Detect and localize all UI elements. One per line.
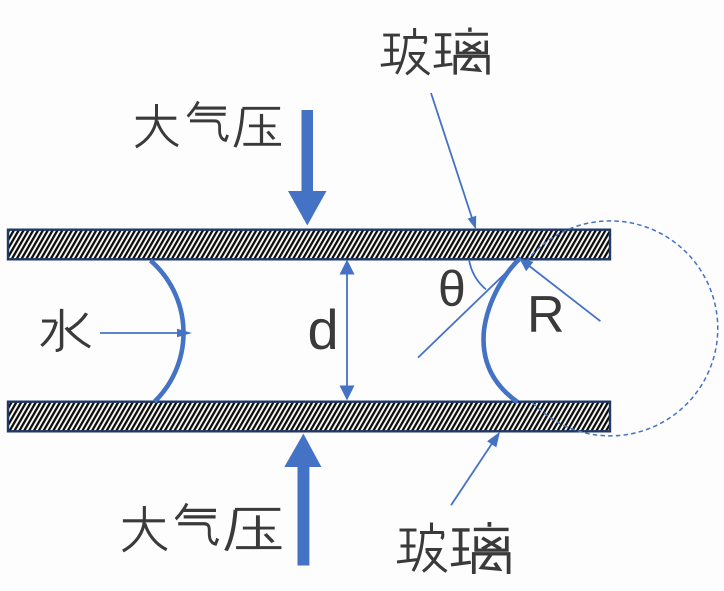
svg-text:θ: θ bbox=[438, 261, 466, 317]
svg-text:R: R bbox=[527, 286, 565, 344]
svg-text:d: d bbox=[308, 298, 339, 361]
